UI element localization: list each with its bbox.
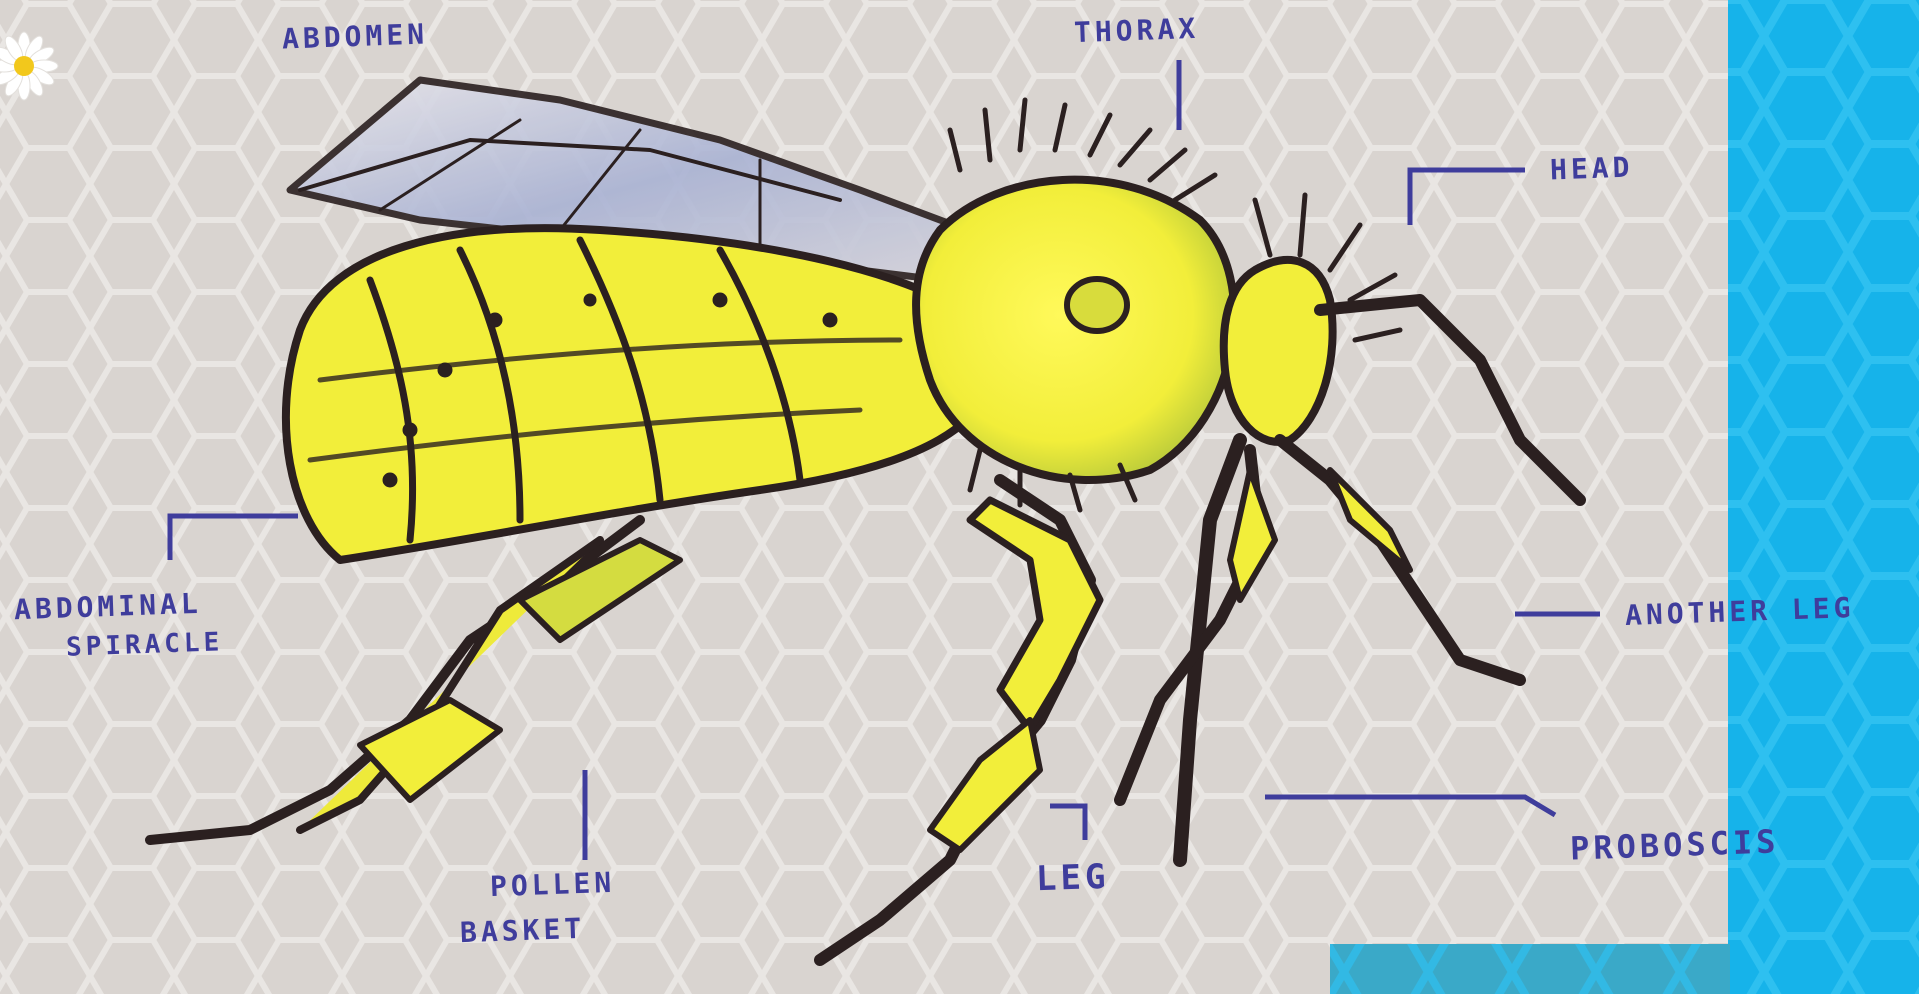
label-head: HEAD [1549, 151, 1634, 187]
label-pollen-line1: POLLEN [489, 866, 615, 903]
label-pollen-line2: BASKET [459, 912, 585, 949]
label-spiracle-line2: SPIRACLE [66, 627, 224, 662]
eye [1067, 279, 1127, 331]
label-spiracle-line1: ABDOMINAL [13, 587, 202, 627]
label-leg: LEG [1035, 857, 1110, 900]
label-thorax: THORAX [1073, 12, 1199, 49]
label-proboscis: PROBOSCIS [1569, 822, 1780, 867]
label-abdomen: ABDOMEN [281, 17, 428, 55]
honeycomb-pattern [0, 0, 1730, 994]
